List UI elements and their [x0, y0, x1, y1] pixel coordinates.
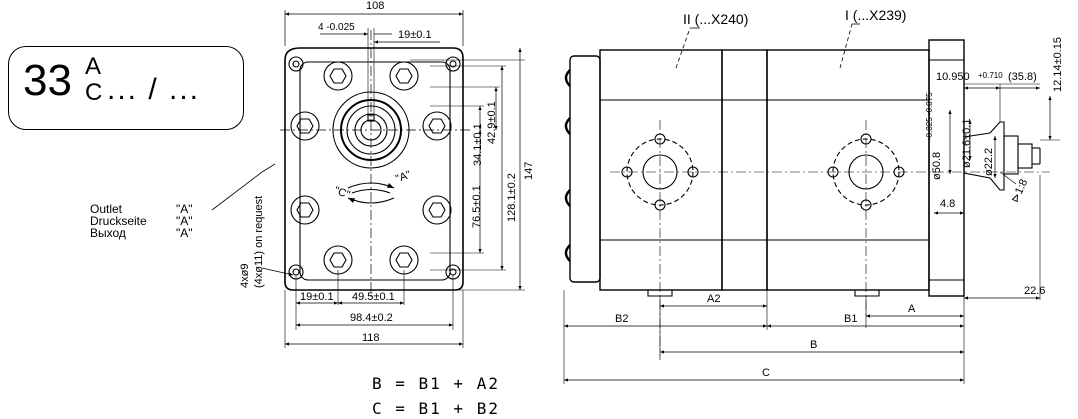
- dim-1214: 12.14±0.15: [1052, 37, 1064, 92]
- dim-a: A: [908, 303, 916, 315]
- formula-b: B = B1 + A2: [372, 374, 500, 393]
- model-code-rest: ... / ...: [107, 73, 201, 106]
- dim-top-108: 108: [366, 0, 385, 12]
- holes-request-label: (4xø11) on request: [253, 195, 265, 288]
- dim-222: ø22.2: [983, 147, 995, 176]
- dim-b: B: [810, 339, 818, 351]
- side-view: [563, 23, 1060, 384]
- formula-c: C = B1 + B2: [372, 399, 500, 418]
- holes-main-label: 4xø9: [239, 263, 251, 288]
- dim-a2: A2: [707, 293, 721, 305]
- front-inner-body: [299, 61, 451, 281]
- section-i-label: I (...X239): [845, 7, 907, 23]
- model-code-box: 33 A C ... / ...: [8, 46, 244, 130]
- legend-vykhod-value: "A": [176, 226, 193, 240]
- legend-outlet-value: "A": [176, 202, 193, 216]
- dim-bottom-118: 118: [362, 332, 380, 344]
- dim-b1: B1: [844, 313, 858, 325]
- section-i-body: [766, 49, 930, 291]
- model-code-sup: A: [85, 53, 102, 80]
- dim-216: ø21.6±0.1: [961, 118, 973, 168]
- legend-druckseite-value: "A": [176, 214, 193, 228]
- dim-128: 128.1±0.2: [506, 173, 518, 222]
- dim-226: 22.6: [1024, 285, 1046, 297]
- dim-508: ø50.8: [931, 151, 943, 180]
- model-code-prefix: 33: [23, 56, 72, 105]
- legend-druckseite-label: Druckseite: [90, 214, 147, 228]
- dim-147: 147: [523, 161, 535, 180]
- legend-vykhod-label: Выход: [90, 226, 126, 240]
- dim-508-tol: -0.025 -0.075: [925, 92, 934, 140]
- model-code-sub: C: [85, 79, 103, 106]
- dim-key-width: 4 -0.025: [318, 22, 355, 33]
- legend-outlet-label: Outlet: [90, 202, 123, 216]
- dim-bottom-19: 19±0.1: [300, 291, 334, 303]
- dim-b2: B2: [615, 313, 629, 325]
- dim-76: 76.5±0.1: [471, 185, 483, 228]
- dim-358: (35.8): [1008, 71, 1037, 83]
- dim-42: 42.9±0.1: [486, 101, 498, 144]
- dim-48: 4.8: [940, 198, 956, 210]
- dim-bottom-98: 98.4±0.2: [350, 312, 393, 324]
- dim-34: 34.1±0.1: [472, 123, 484, 166]
- dim-10950: 10.950: [936, 71, 970, 83]
- dim-key-offset: 19±0.1: [398, 29, 432, 41]
- dim-c: C: [762, 367, 770, 379]
- section-ii-body: [599, 49, 723, 291]
- front-view: [211, 10, 525, 348]
- section-ii-label: II (...X240): [683, 11, 749, 27]
- dim-10950-tol: +0.710: [978, 71, 1003, 80]
- dim-bottom-49: 49.5±0.1: [352, 291, 395, 303]
